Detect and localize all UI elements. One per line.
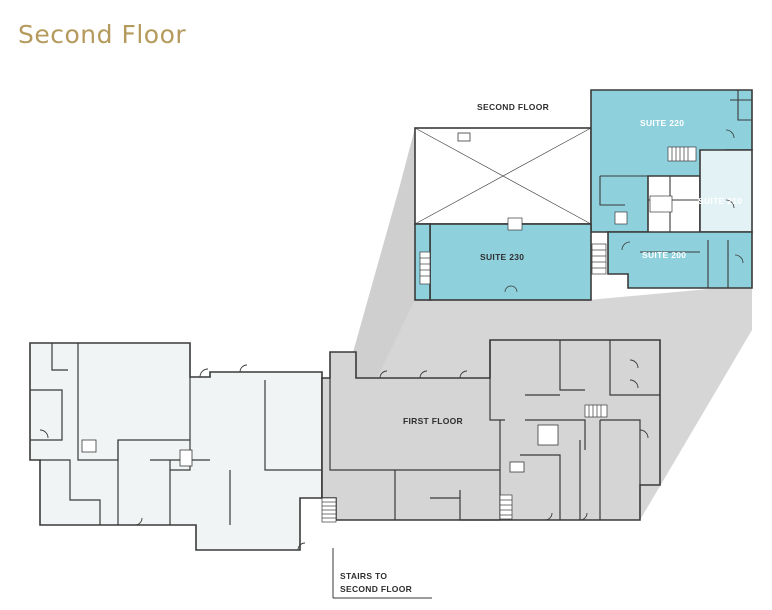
- page-title: Second Floor: [18, 20, 187, 49]
- projection-band-left: [320, 128, 415, 470]
- suite-200-area: [607, 231, 753, 289]
- suite-210-area: [699, 149, 753, 233]
- suite-200-label: SUITE 200: [642, 250, 686, 260]
- second-floor-stairs: [419, 146, 697, 285]
- stairs-label-line1: STAIRS TO: [340, 571, 387, 581]
- stairs-label-line2: SECOND FLOOR: [340, 584, 412, 594]
- second-floor-plan: [414, 89, 753, 301]
- first-floor-label: FIRST FLOOR: [403, 416, 463, 426]
- first-floor-west-wing: [29, 342, 323, 551]
- second-floor-label: SECOND FLOOR: [477, 102, 549, 112]
- suite-220-label: SUITE 220: [640, 118, 684, 128]
- first-floor-plan: [29, 339, 661, 551]
- suite-230-area: [429, 223, 592, 301]
- suite-230-label: SUITE 230: [480, 252, 524, 262]
- first-floor-stairs: [321, 404, 608, 523]
- suite-210-label: SUITE 210: [698, 196, 742, 206]
